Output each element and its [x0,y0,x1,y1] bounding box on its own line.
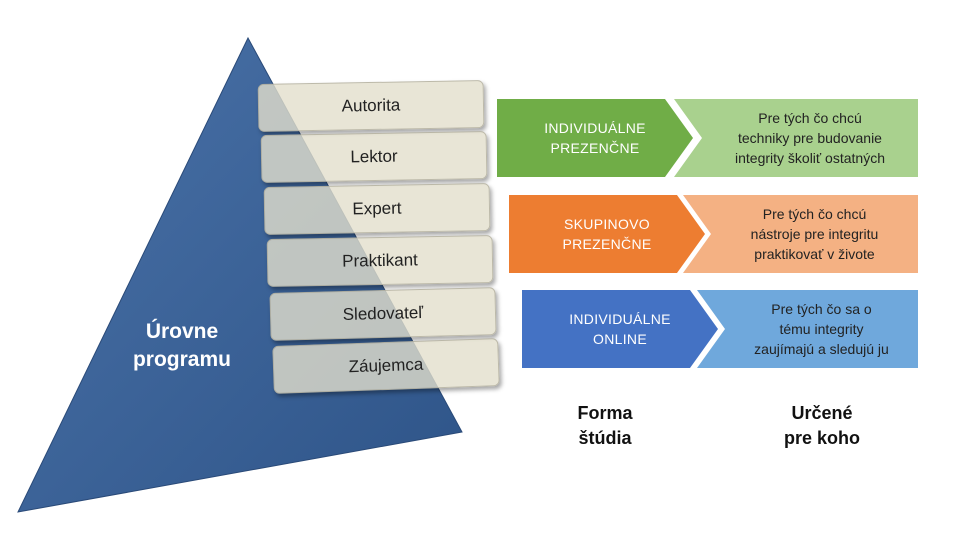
target-line-1: Pre tých čo chcú [758,110,862,126]
target-column-heading: Určené pre koho [752,401,892,451]
pyramid-label: Úrovne programu [112,318,252,374]
level-autorita: Autorita [257,80,485,132]
form-line-1: SKUPINOVO [564,216,650,232]
level-label: Praktikant [342,250,418,271]
form-line-2: PREZENČNE [550,140,640,156]
target-line-1: Pre tých čo sa o [771,301,872,317]
pyramid-triangle [17,36,463,513]
form-individual-online: INDIVIDUÁLNE ONLINE [522,290,718,368]
form-heading-line-1: Forma [577,403,633,423]
target-individual-online: Pre tých čo sa o tému integrity zaujímaj… [697,290,918,368]
level-label: Autorita [341,95,401,116]
target-individual-presence: Pre tých čo chcú techniky pre budovanie … [674,99,918,177]
target-line-3: integrity školiť ostatných [735,150,885,166]
form-individual-presence: INDIVIDUÁLNE PREZENČNE [497,99,693,177]
level-expert: Expert [263,183,491,235]
target-heading-line-1: Určené [791,403,853,423]
target-group-presence: Pre tých čo chcú nástroje pre integritu … [683,195,918,273]
form-line-1: INDIVIDUÁLNE [544,120,646,136]
level-praktikant: Praktikant [266,235,494,287]
target-line-2: tému integrity [779,321,864,337]
form-line-1: INDIVIDUÁLNE [569,311,671,327]
level-lektor: Lektor [260,131,488,183]
pyramid-label-line-1: Úrovne [145,320,219,343]
level-label: Záujemca [348,354,424,377]
target-line-2: techniky pre budovanie [737,130,882,146]
target-line-3: zaujímajú a sledujú ju [754,341,889,357]
form-group-presence: SKUPINOVO PREZENČNE [509,195,705,273]
target-line-3: praktikovať v živote [754,246,875,262]
form-line-2: ONLINE [593,331,647,347]
target-heading-line-2: pre koho [783,428,860,448]
form-column-heading: Forma štúdia [545,401,665,451]
form-heading-line-2: štúdia [578,428,632,448]
level-zaujemca: Záujemca [272,338,500,394]
level-label: Expert [352,198,402,219]
target-line-2: nástroje pre integritu [750,226,879,242]
form-line-2: PREZENČNE [562,236,652,252]
pyramid-label-line-2: programu [132,348,231,371]
target-line-1: Pre tých čo chcú [762,206,867,222]
level-label: Sledovateľ [342,302,424,325]
level-sledovatel: Sledovateľ [269,287,497,341]
level-label: Lektor [350,146,398,167]
